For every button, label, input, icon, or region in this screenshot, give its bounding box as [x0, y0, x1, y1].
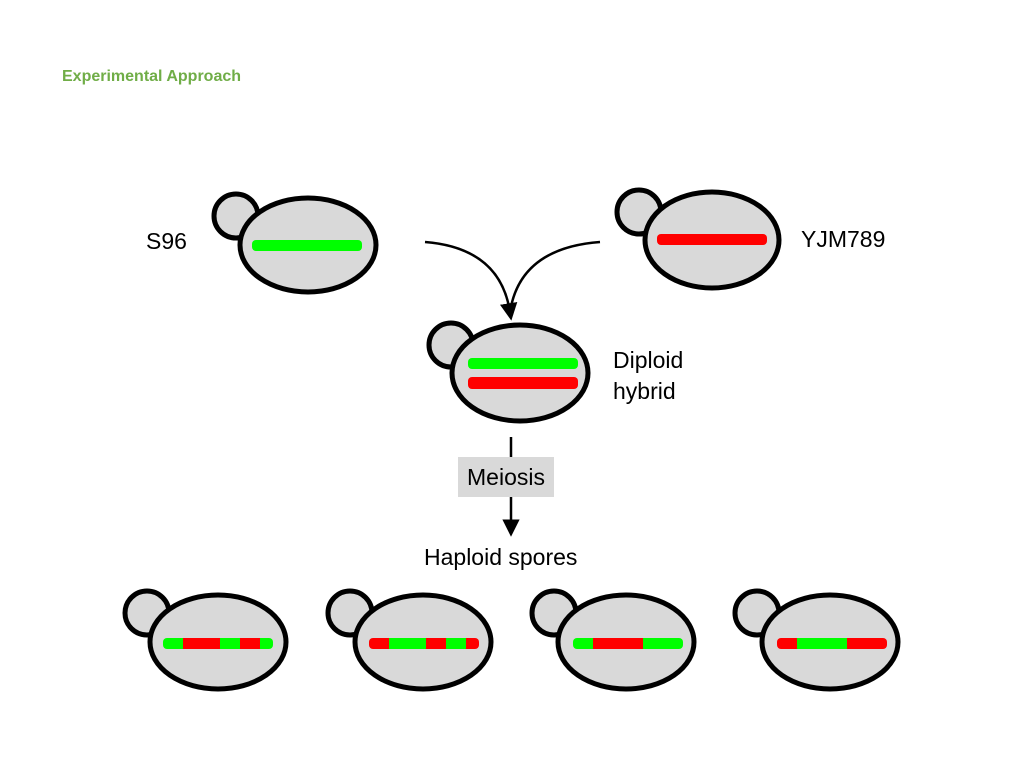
- spore-3: [529, 588, 697, 692]
- s96-chromosome: [252, 240, 362, 251]
- mating-arrow-left: [424, 240, 518, 321]
- spore-2: [325, 588, 494, 692]
- spore-1: [122, 588, 289, 692]
- spore-4: [732, 588, 901, 692]
- meiosis-label: Meiosis: [458, 457, 554, 497]
- mating-arrow-right: [508, 240, 601, 313]
- diploid-label-line2: hybrid: [613, 378, 676, 404]
- diploid-chromosome-yjm789: [468, 377, 578, 389]
- s96-cell: [211, 191, 379, 295]
- yjm789-label: YJM789: [801, 226, 886, 252]
- haploid-spores-label: Haploid spores: [424, 544, 578, 570]
- diploid-label-line1: Diploid: [613, 347, 684, 373]
- yjm789-cell: [614, 187, 782, 291]
- diploid-cell: [426, 320, 591, 424]
- s96-label: S96: [146, 228, 187, 254]
- yjm789-chromosome: [657, 234, 767, 245]
- slide-title: Experimental Approach: [62, 68, 242, 85]
- diploid-hybrid-label: Diploid hybrid: [613, 345, 683, 407]
- diploid-chromosome-s96: [468, 358, 578, 369]
